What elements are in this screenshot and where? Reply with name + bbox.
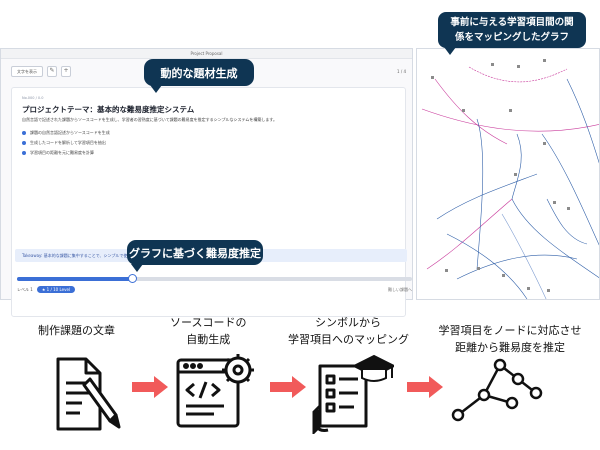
node-graph-icon (451, 358, 543, 422)
graph-node[interactable] (445, 269, 448, 272)
progress-knob[interactable] (127, 274, 137, 283)
card-description: 自然言語で記述された課題からソースコードを生成し、学習者の習熟度に基づいて課題の… (22, 117, 278, 122)
proposal-card: No.000 / 0.0 プロジェクトテーマ：基本的な難易度推定システム 自然言… (11, 87, 406, 317)
window-title: Project Proposal (1, 49, 412, 59)
show-text-button[interactable]: 文字を表示 (11, 65, 43, 77)
progress-fill (17, 277, 132, 281)
step-4-label: 学習項目をノードに対応させ 距離から難易度を推定 (438, 324, 582, 354)
graph-node[interactable] (477, 267, 480, 270)
arrow-right-icon (270, 376, 306, 398)
page-indicator: 1 / 4 (397, 68, 406, 74)
callout-line: 係をマッピングしたグラフ (454, 32, 569, 43)
graph-edge (541, 133, 599, 246)
bullet-item: 課題の自然言語記述からソースコードを生成 (22, 130, 110, 136)
arrow-right-icon (407, 376, 443, 398)
graph-node[interactable] (567, 207, 570, 210)
card-title: プロジェクトテーマ：基本的な難易度推定システム (22, 105, 195, 114)
graph-node[interactable] (527, 287, 530, 290)
graph-edge (436, 173, 538, 220)
level-row: レベル 1 ★ 1 / 10 Level 難しい課題へ (17, 285, 412, 294)
graph-edge (434, 78, 508, 145)
step-2-label: ソースコードの 自動生成 (170, 316, 247, 346)
graph-node[interactable] (517, 65, 520, 68)
callout-dynamic-generation: 動的な題材生成 (144, 59, 254, 86)
graph-node[interactable] (509, 109, 512, 112)
app-screenshot: Project Proposal 文字を表示 ✎ + 1 / 4 No.000 … (0, 48, 413, 317)
graph-edge (456, 254, 578, 280)
bullet-dot-icon (22, 151, 26, 155)
arrow-right-icon (132, 376, 168, 398)
graph-node[interactable] (543, 142, 546, 145)
callout-line: 事前に与える学習項目間の関 (450, 17, 574, 28)
bullet-item: 生成したコードを解析して学習項目を抽出 (22, 140, 106, 146)
document-pencil-icon (56, 357, 121, 431)
graph-node[interactable] (553, 201, 556, 204)
bullet-dot-icon (22, 131, 26, 135)
progress-track (17, 274, 412, 283)
graph-edge (511, 198, 599, 278)
graph-edge (511, 133, 522, 200)
step-1-label: 制作課題の文章 (38, 324, 115, 337)
callout-tail (150, 85, 162, 93)
graph-edge (426, 198, 513, 270)
graph-edge (566, 78, 599, 164)
callout-graph-mapping: 事前に与える学習項目間の関 係をマッピングしたグラフ (438, 12, 586, 48)
graph-node[interactable] (491, 63, 494, 66)
graph-edge (476, 118, 484, 270)
graph-node[interactable] (543, 59, 546, 62)
knowledge-graph-panel (416, 48, 600, 300)
graph-node[interactable] (462, 109, 465, 112)
graph-edge (446, 233, 528, 299)
level-pill[interactable]: ★ 1 / 10 Level (36, 286, 76, 293)
bullet-item: 学習項目の距離を元に難易度を計算 (22, 150, 94, 156)
graph-edge (501, 213, 547, 299)
callout-graph-difficulty: グラフに基づく難易度推定 (127, 240, 263, 265)
harder-link[interactable]: 難しい課題へ (388, 286, 412, 292)
step-3-label: シンボルから 学習項目へのマッピング (288, 316, 409, 346)
card-tag: No.000 / 0.0 (22, 96, 44, 100)
level-label: レベル 1 (17, 286, 33, 292)
checklist-graduation-cap-icon (312, 354, 394, 434)
bullet-dot-icon (22, 141, 26, 145)
add-icon[interactable]: + (61, 65, 71, 77)
graph-node[interactable] (547, 289, 550, 292)
edit-icon[interactable]: ✎ (47, 65, 57, 77)
callout-tail (131, 264, 143, 272)
graph-edge (421, 108, 599, 132)
code-window-gear-icon (176, 354, 254, 428)
graph-node[interactable] (431, 76, 434, 79)
graph-node[interactable] (502, 274, 505, 277)
graph-edge (546, 198, 588, 245)
graph-edge (468, 66, 568, 83)
graph-node[interactable] (514, 173, 517, 176)
knowledge-graph (421, 59, 599, 299)
callout-tail (444, 47, 456, 55)
toolbar: 文字を表示 ✎ + 1 / 4 (11, 65, 406, 77)
